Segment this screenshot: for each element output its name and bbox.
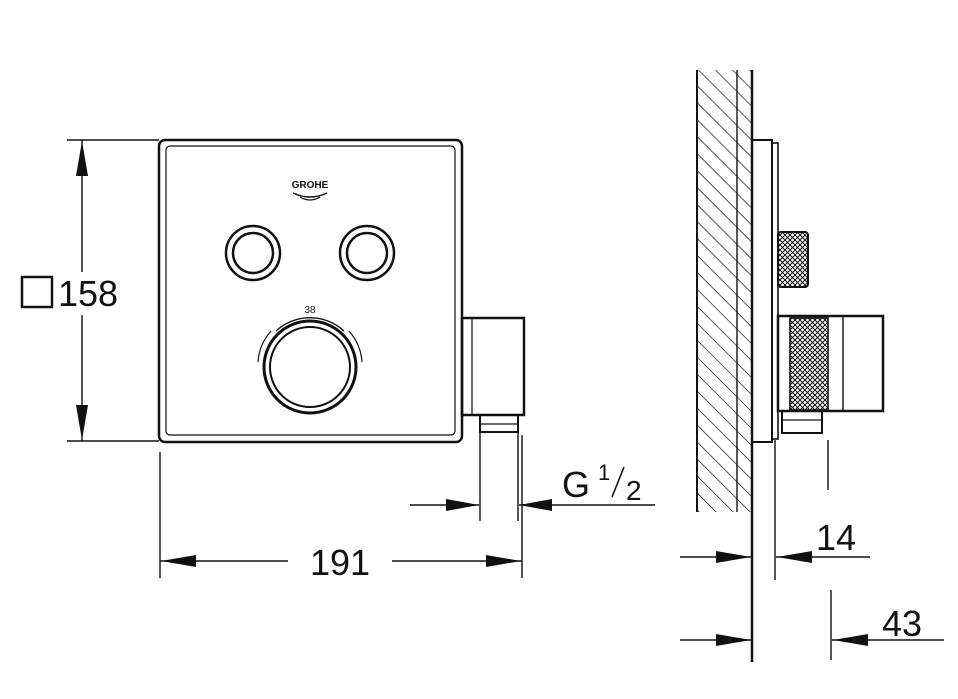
push-button-left [224, 224, 282, 282]
wall-outlet [460, 316, 526, 521]
wall-section [696, 70, 754, 662]
logo-text: GROHE [292, 180, 329, 191]
dimension-width-text: 191 [310, 542, 370, 583]
dimension-depth-14-text: 14 [816, 517, 856, 558]
thread-numerator-text: 1 [598, 460, 610, 485]
front-view: GROHE 38 [20, 138, 655, 583]
side-view: 14 43 [680, 70, 944, 662]
square-symbol-icon [20, 275, 54, 309]
thread-denominator-text: 2 [626, 475, 642, 506]
grohe-logo: GROHE [292, 180, 329, 201]
outlet-profile [776, 314, 885, 434]
dimension-height-text: 158 [58, 273, 118, 314]
thread-g-text: G [562, 464, 590, 505]
dial-temperature-mark: 38 [304, 305, 316, 316]
faceplate [157, 138, 464, 444]
button-knob-profile [777, 231, 809, 288]
dimension-depth-43-text: 43 [882, 603, 922, 644]
fraction-slash [611, 466, 625, 498]
depth-dimension-43: 43 [680, 440, 944, 660]
faceplate-profile [751, 139, 779, 443]
push-button-right [338, 224, 396, 282]
height-dimension: 158 [20, 139, 159, 442]
thermostat-dial: 38 [257, 305, 363, 415]
width-dimension: 191 [159, 435, 523, 583]
thread-dimension: G 1 2 [410, 460, 655, 511]
depth-dimension-14: 14 [680, 440, 870, 580]
